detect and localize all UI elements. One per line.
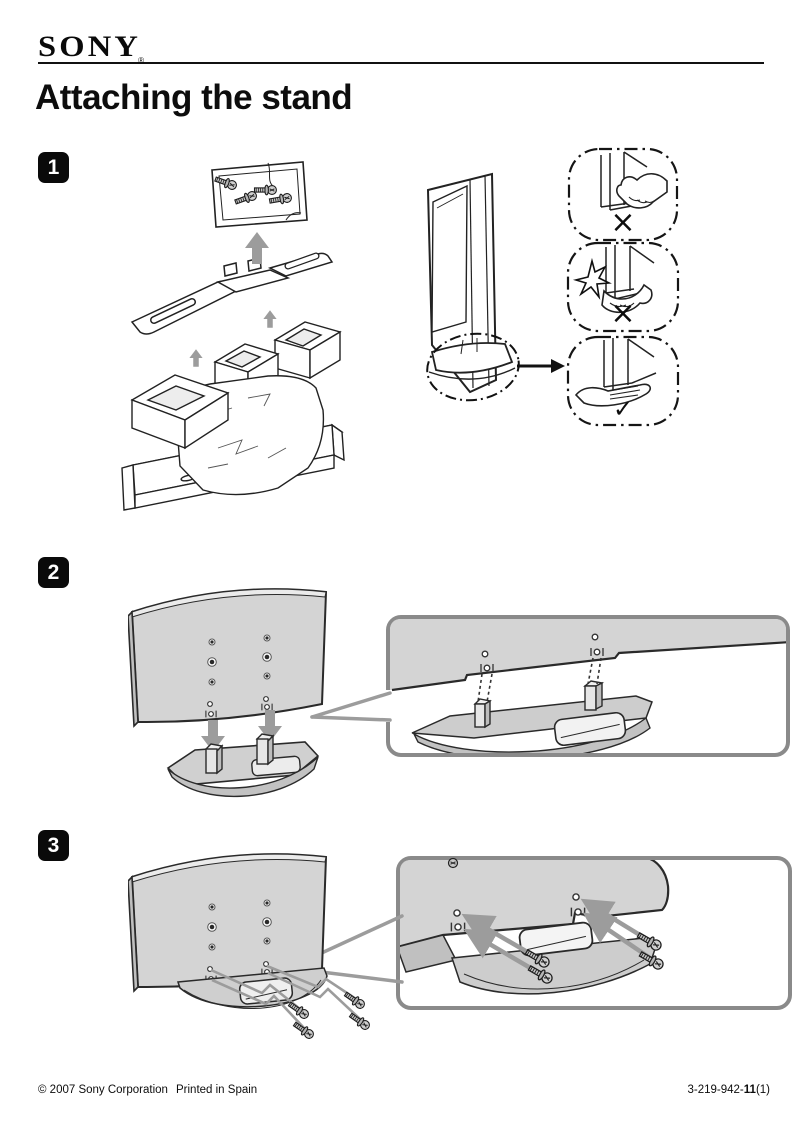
- step-3-badge: 3: [38, 830, 69, 861]
- tv-side-view: [426, 172, 516, 394]
- step3-inset-closeup: [396, 856, 792, 1010]
- step-2-badge: 2: [38, 557, 69, 588]
- tv-rear-panel: [128, 588, 328, 728]
- screw-hole: [481, 650, 489, 658]
- x-mark: ×: [610, 205, 636, 240]
- tv-rear-panel: [128, 853, 328, 993]
- screw-icon: [286, 999, 311, 1022]
- screw-icon: [291, 1019, 316, 1042]
- sony-logo: SONY: [38, 29, 142, 64]
- step1-packaging-illustration: [121, 161, 345, 511]
- step2-tv-rear-illustration: [128, 588, 392, 798]
- panel-edge: [603, 338, 657, 392]
- step2-inset-closeup: [385, 615, 790, 757]
- alignment-dotted-lines: [477, 657, 602, 703]
- hand-illustration: [601, 283, 653, 314]
- up-arrow-small-icon: [189, 349, 203, 367]
- impact-spark-icon: [572, 257, 612, 300]
- screw-hole: [453, 909, 461, 917]
- page-title: Attaching the stand: [35, 78, 353, 117]
- up-arrow-icon: [245, 232, 269, 264]
- callout-gap: [385, 690, 392, 722]
- grip-warning-top-art: [567, 147, 679, 242]
- doc-code-suffix: (1): [755, 1084, 770, 1096]
- neck-slot: [151, 299, 195, 323]
- doc-code-prefix: 3-219-942-: [687, 1084, 744, 1096]
- document-code: 3-219-942-11(1): [688, 1084, 771, 1096]
- hand-illustration: [574, 383, 652, 407]
- top-edge-screw-icon: [447, 857, 459, 869]
- tv-bottom-closeup: [390, 619, 786, 692]
- up-arrow-small-icon: [263, 310, 277, 328]
- stand-post: [204, 743, 224, 775]
- dash-dot-border: [566, 241, 680, 333]
- stand-post: [583, 680, 605, 711]
- arrow-right-icon: [517, 359, 565, 373]
- grip-warning-middle: ×: [566, 241, 680, 333]
- step-1-badge: 1: [38, 152, 69, 183]
- check-mark: ✓: [612, 395, 634, 423]
- grip-warning-top: ×: [567, 147, 679, 242]
- grip-correct-art: [566, 335, 680, 427]
- grip-correct-bottom: ✓: [566, 335, 680, 427]
- stand-post: [473, 698, 492, 729]
- brand-row: SONY®: [38, 28, 145, 65]
- printed-in-text: Printed in Spain: [176, 1084, 258, 1096]
- step1-tv-side-illustration: [426, 172, 565, 402]
- grip-warning-middle-art: [566, 241, 680, 333]
- screw-icon: [347, 1010, 372, 1033]
- foam-block-left: [130, 374, 230, 450]
- hand-illustration: [616, 172, 668, 209]
- screw-hole: [572, 893, 580, 901]
- screw-bag-illustration: [211, 161, 308, 228]
- stand-neck-packaging: [130, 252, 334, 335]
- copyright-text: © 2007 Sony Corporation: [38, 1084, 168, 1096]
- zoom-callout-lines: [310, 691, 392, 722]
- doc-code-model: 11: [743, 1084, 756, 1096]
- screw-direction-arrows: [461, 898, 652, 975]
- stand-illustration: [166, 733, 320, 798]
- panel-edge: [605, 245, 655, 300]
- screw-hole: [591, 633, 599, 641]
- foam-block-right: [273, 321, 342, 380]
- stand-post: [255, 733, 275, 766]
- header-rule: [38, 62, 764, 64]
- step3-tv-rear-illustration: [128, 853, 404, 1042]
- registered-mark-icon: ®: [138, 56, 145, 65]
- x-mark: ×: [610, 296, 636, 331]
- screw-leader-lines: [210, 964, 362, 1030]
